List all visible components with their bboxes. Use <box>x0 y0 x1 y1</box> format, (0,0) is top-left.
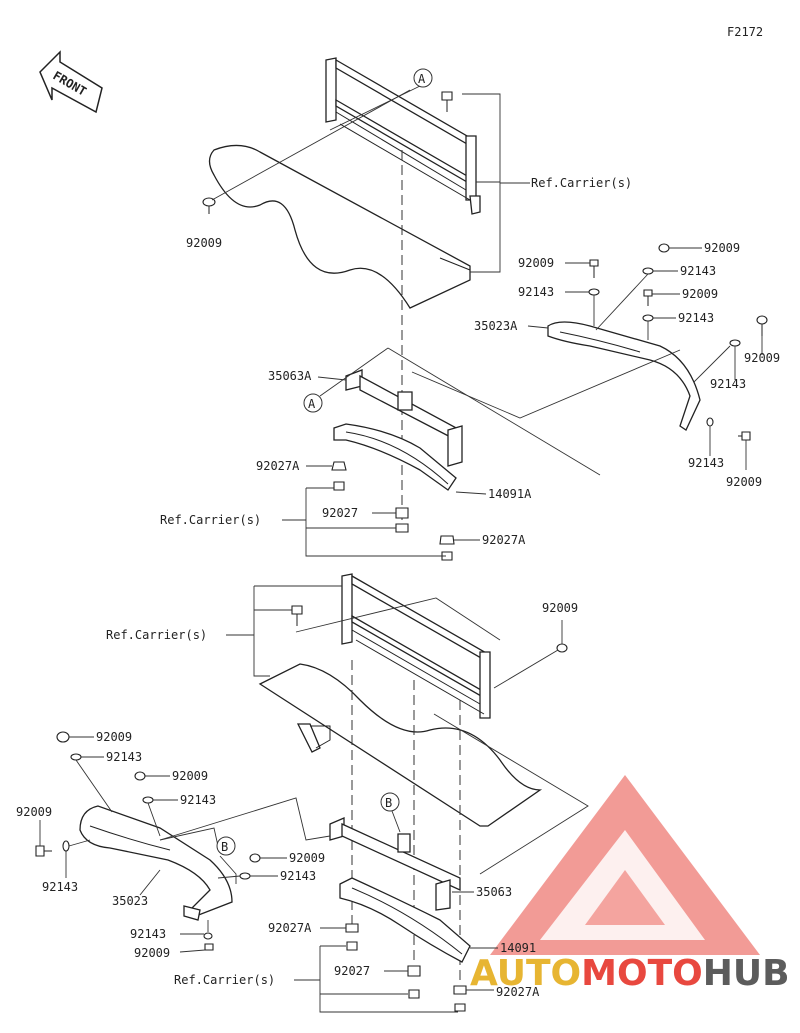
lower-bolt-l5 <box>179 920 214 953</box>
upper-washer-r5 <box>706 417 714 456</box>
lower-bolt-l4 <box>249 853 287 863</box>
lower-nut-a2-label: 92027A <box>496 985 540 999</box>
upper-washer-r3-label: 92143 <box>678 311 714 325</box>
lower-bolt-l3-label: 92009 <box>16 805 52 819</box>
svg-text:A: A <box>308 397 316 411</box>
upper-washer-r4-label: 92143 <box>710 377 746 391</box>
upper-cover-label: 14091A <box>488 487 532 501</box>
lower-nut-mid-label: 92027 <box>334 964 370 978</box>
lower-cover-label: 14091 <box>500 941 536 955</box>
lower-nut-a1 <box>320 923 359 951</box>
lower-bolt-right-label: 92009 <box>542 601 578 615</box>
lower-bolt-l5-label: 92009 <box>134 946 170 960</box>
lower-bolt-right <box>493 620 568 689</box>
ref-b-lower-left: B <box>159 827 237 884</box>
upper-assembly: A Ref.Carrier(s) 92009 35063A <box>160 57 780 561</box>
lower-bolt-l2-label: 92009 <box>172 769 208 783</box>
ref-a-upper-bottom: A <box>303 347 601 476</box>
upper-bolt-r2 <box>565 259 599 278</box>
lower-ref-carrier-top-label: Ref.Carrier(s) <box>106 628 207 642</box>
watermark-logo: AUTOMOTOHUB <box>470 775 790 994</box>
upper-washer-r5-label: 92143 <box>688 456 724 470</box>
upper-bolt-left-label: 92009 <box>186 236 222 250</box>
upper-nut-a2-label: 92027A <box>482 533 526 547</box>
lower-washer-l4 <box>217 872 278 880</box>
lower-washer-l1-label: 92143 <box>106 750 142 764</box>
lower-nut-a1-label: 92027A <box>268 921 312 935</box>
upper-ref-carrier-top-label: Ref.Carrier(s) <box>531 176 632 190</box>
lower-washer-l3-label: 92143 <box>42 880 78 894</box>
lower-guard <box>79 805 233 921</box>
upper-carrier-floor <box>208 144 471 309</box>
lower-cover <box>339 877 471 963</box>
upper-bolt-r4 <box>756 315 768 355</box>
upper-left-bolt <box>202 89 411 214</box>
upper-washer-r3 <box>642 314 676 340</box>
upper-nut-a1 <box>306 461 347 491</box>
upper-nut-a1-label: 92027A <box>256 459 300 473</box>
upper-bolt-r3 <box>643 289 680 306</box>
upper-washer-r2 <box>565 288 600 326</box>
lower-guard-label: 35023 <box>112 894 148 908</box>
diagram-id: F2172 <box>727 25 763 39</box>
lower-bracket-label: 35063 <box>476 885 512 899</box>
upper-bolt-r3-label: 92009 <box>682 287 718 301</box>
front-arrow-icon: FRONT <box>39 50 103 114</box>
lower-nut-a2 <box>453 985 494 1012</box>
watermark-auto: AUTO <box>470 953 581 994</box>
lower-washer-l5 <box>180 932 213 940</box>
lower-bolt-l1 <box>56 731 94 743</box>
upper-bracket-label: 35063A <box>268 369 312 383</box>
lower-washer-l5-label: 92143 <box>130 927 166 941</box>
upper-nut-a2 <box>439 535 480 561</box>
ref-a-upper-top: A <box>329 68 433 131</box>
upper-bolt-r1-label: 92009 <box>704 241 740 255</box>
upper-nut-mid <box>372 507 409 533</box>
lower-washer-l2 <box>142 796 178 837</box>
upper-ref-carrier-bottom-label: Ref.Carrier(s) <box>160 513 261 527</box>
upper-bolt-r2-label: 92009 <box>518 256 554 270</box>
lower-bolt-l2 <box>134 771 170 781</box>
lower-bolt-l3 <box>35 820 52 857</box>
ref-b-lower-center: B <box>380 792 401 833</box>
watermark-moto: MOTO <box>581 953 703 994</box>
lower-top-bolt <box>291 605 303 626</box>
upper-carrier-frame <box>325 57 481 215</box>
svg-text:A: A <box>418 72 426 86</box>
lower-ref-carrier-bottom-label: Ref.Carrier(s) <box>174 973 275 987</box>
lower-nut-mid <box>384 965 421 999</box>
upper-guard-label: 35023A <box>474 319 518 333</box>
upper-washer-r2-label: 92143 <box>518 285 554 299</box>
upper-bolt-r1 <box>658 243 702 253</box>
upper-nut-mid-label: 92027 <box>322 506 358 520</box>
upper-top-bolt <box>441 91 453 112</box>
lower-washer-l4-label: 92143 <box>280 869 316 883</box>
lower-assembly: Ref.Carrier(s) 92009 35063 B <box>16 573 589 1013</box>
lower-washer-l1 <box>70 753 113 813</box>
upper-bolt-r4-label: 92009 <box>744 351 780 365</box>
upper-bolt-r5 <box>738 431 751 470</box>
lower-carrier-frame <box>341 573 491 719</box>
upper-washer-r1 <box>595 267 678 331</box>
lower-washer-l2-label: 92143 <box>180 793 216 807</box>
upper-washer-r1-label: 92143 <box>680 264 716 278</box>
lower-carrier-floor <box>258 663 543 827</box>
watermark-hub: HUB <box>703 953 790 994</box>
lower-bolt-l4-label: 92009 <box>289 851 325 865</box>
upper-guard <box>547 321 701 431</box>
lower-bracket <box>329 817 461 911</box>
svg-text:B: B <box>221 840 228 854</box>
lower-bolt-l1-label: 92009 <box>96 730 132 744</box>
lower-washer-l3 <box>62 839 91 878</box>
svg-text:AUTOMOTOHUB: AUTOMOTOHUB <box>470 953 790 994</box>
upper-cover <box>333 423 457 491</box>
upper-washer-r4 <box>693 339 741 383</box>
svg-text:B: B <box>385 796 392 810</box>
upper-bolt-r5-label: 92009 <box>726 475 762 489</box>
